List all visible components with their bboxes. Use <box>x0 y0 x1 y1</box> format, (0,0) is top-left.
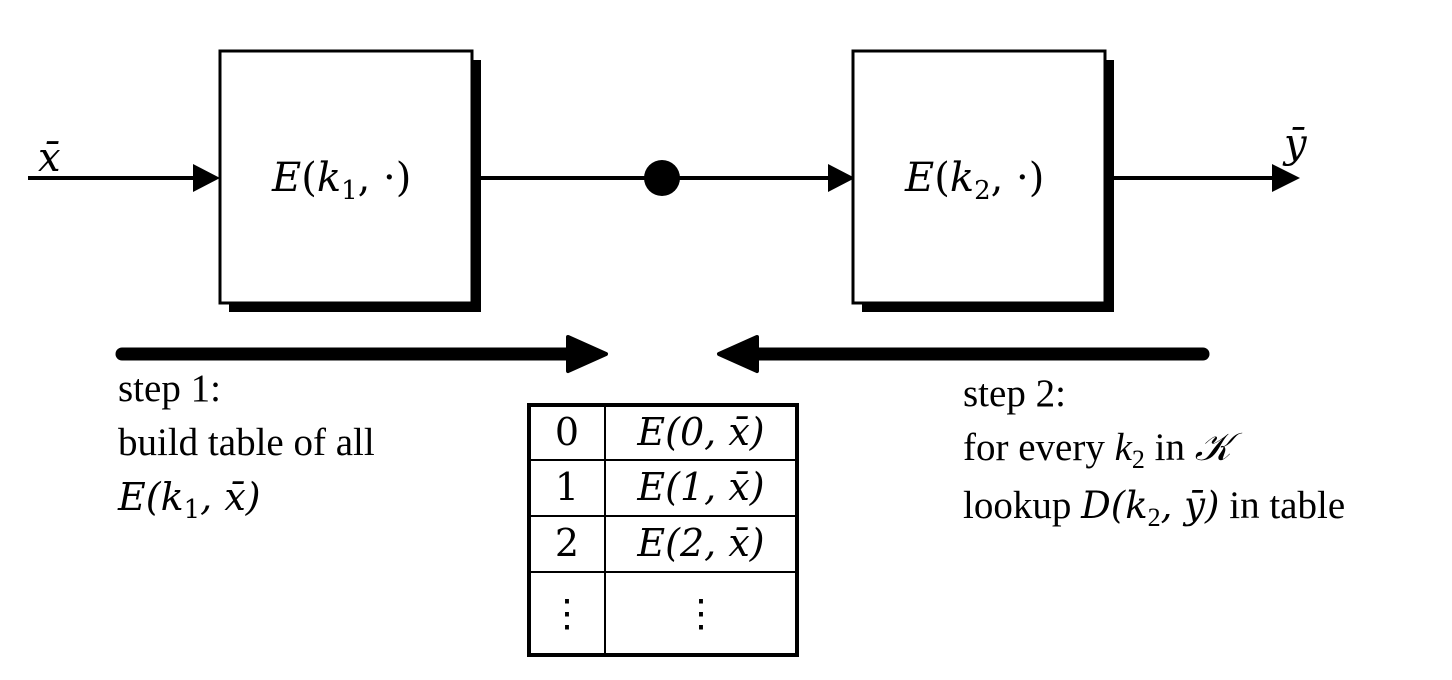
output-arrow <box>1114 164 1300 192</box>
block1-key: k <box>316 155 342 201</box>
step1-line2: E(k1, x̄) <box>118 475 261 525</box>
table-row-1-index: 1 <box>554 465 580 509</box>
block-e-k1 <box>218 49 481 312</box>
step1-heading: step 1: <box>118 367 221 410</box>
block1-key-sub: 1 <box>341 176 358 206</box>
table-row-2-index: 2 <box>554 521 580 565</box>
step2-arrow <box>717 335 1210 373</box>
block-e-k2 <box>851 49 1114 312</box>
output-label: ȳ <box>1284 121 1307 167</box>
table-row-ellipsis-index: ⋮ <box>548 591 586 635</box>
block1-label: E(k1, ·) <box>272 155 412 206</box>
step2-description: step 2: for every k2 in 𝒦 lookup D(k2, ȳ… <box>963 367 1345 537</box>
block2-key-sub: 2 <box>974 176 991 206</box>
block2-key: k <box>949 155 975 201</box>
step1-arrow <box>115 335 608 373</box>
block2-rest: , ·) <box>990 155 1045 201</box>
step1-description: step 1: build table of all E(k1, x̄) <box>118 362 375 529</box>
step2-heading: step 2: <box>963 372 1066 415</box>
input-arrow <box>28 164 220 192</box>
lookup-table-grid <box>527 403 799 657</box>
table-row-0-index: 0 <box>554 410 580 454</box>
block2-func: E <box>905 155 935 201</box>
meet-point-dot <box>644 160 680 196</box>
middle-connector <box>481 160 855 196</box>
block1-rest: , ·) <box>357 155 412 201</box>
step2-line1: for every k2 in 𝒦 <box>963 426 1231 474</box>
block1-func: E <box>272 155 302 201</box>
step1-line1: build table of all <box>118 421 375 464</box>
table-row-1-value: E(1, x̄) <box>637 465 765 509</box>
block2-label: E(k2, ·) <box>905 155 1045 206</box>
input-label: x̄ <box>38 135 61 181</box>
table-row-2-value: E(2, x̄) <box>637 521 765 565</box>
table-row-ellipsis-value: ⋮ <box>682 591 720 635</box>
step2-line2: lookup D(k2, ȳ) in table <box>963 484 1346 532</box>
table-row-0-value: E(0, x̄) <box>637 410 765 454</box>
